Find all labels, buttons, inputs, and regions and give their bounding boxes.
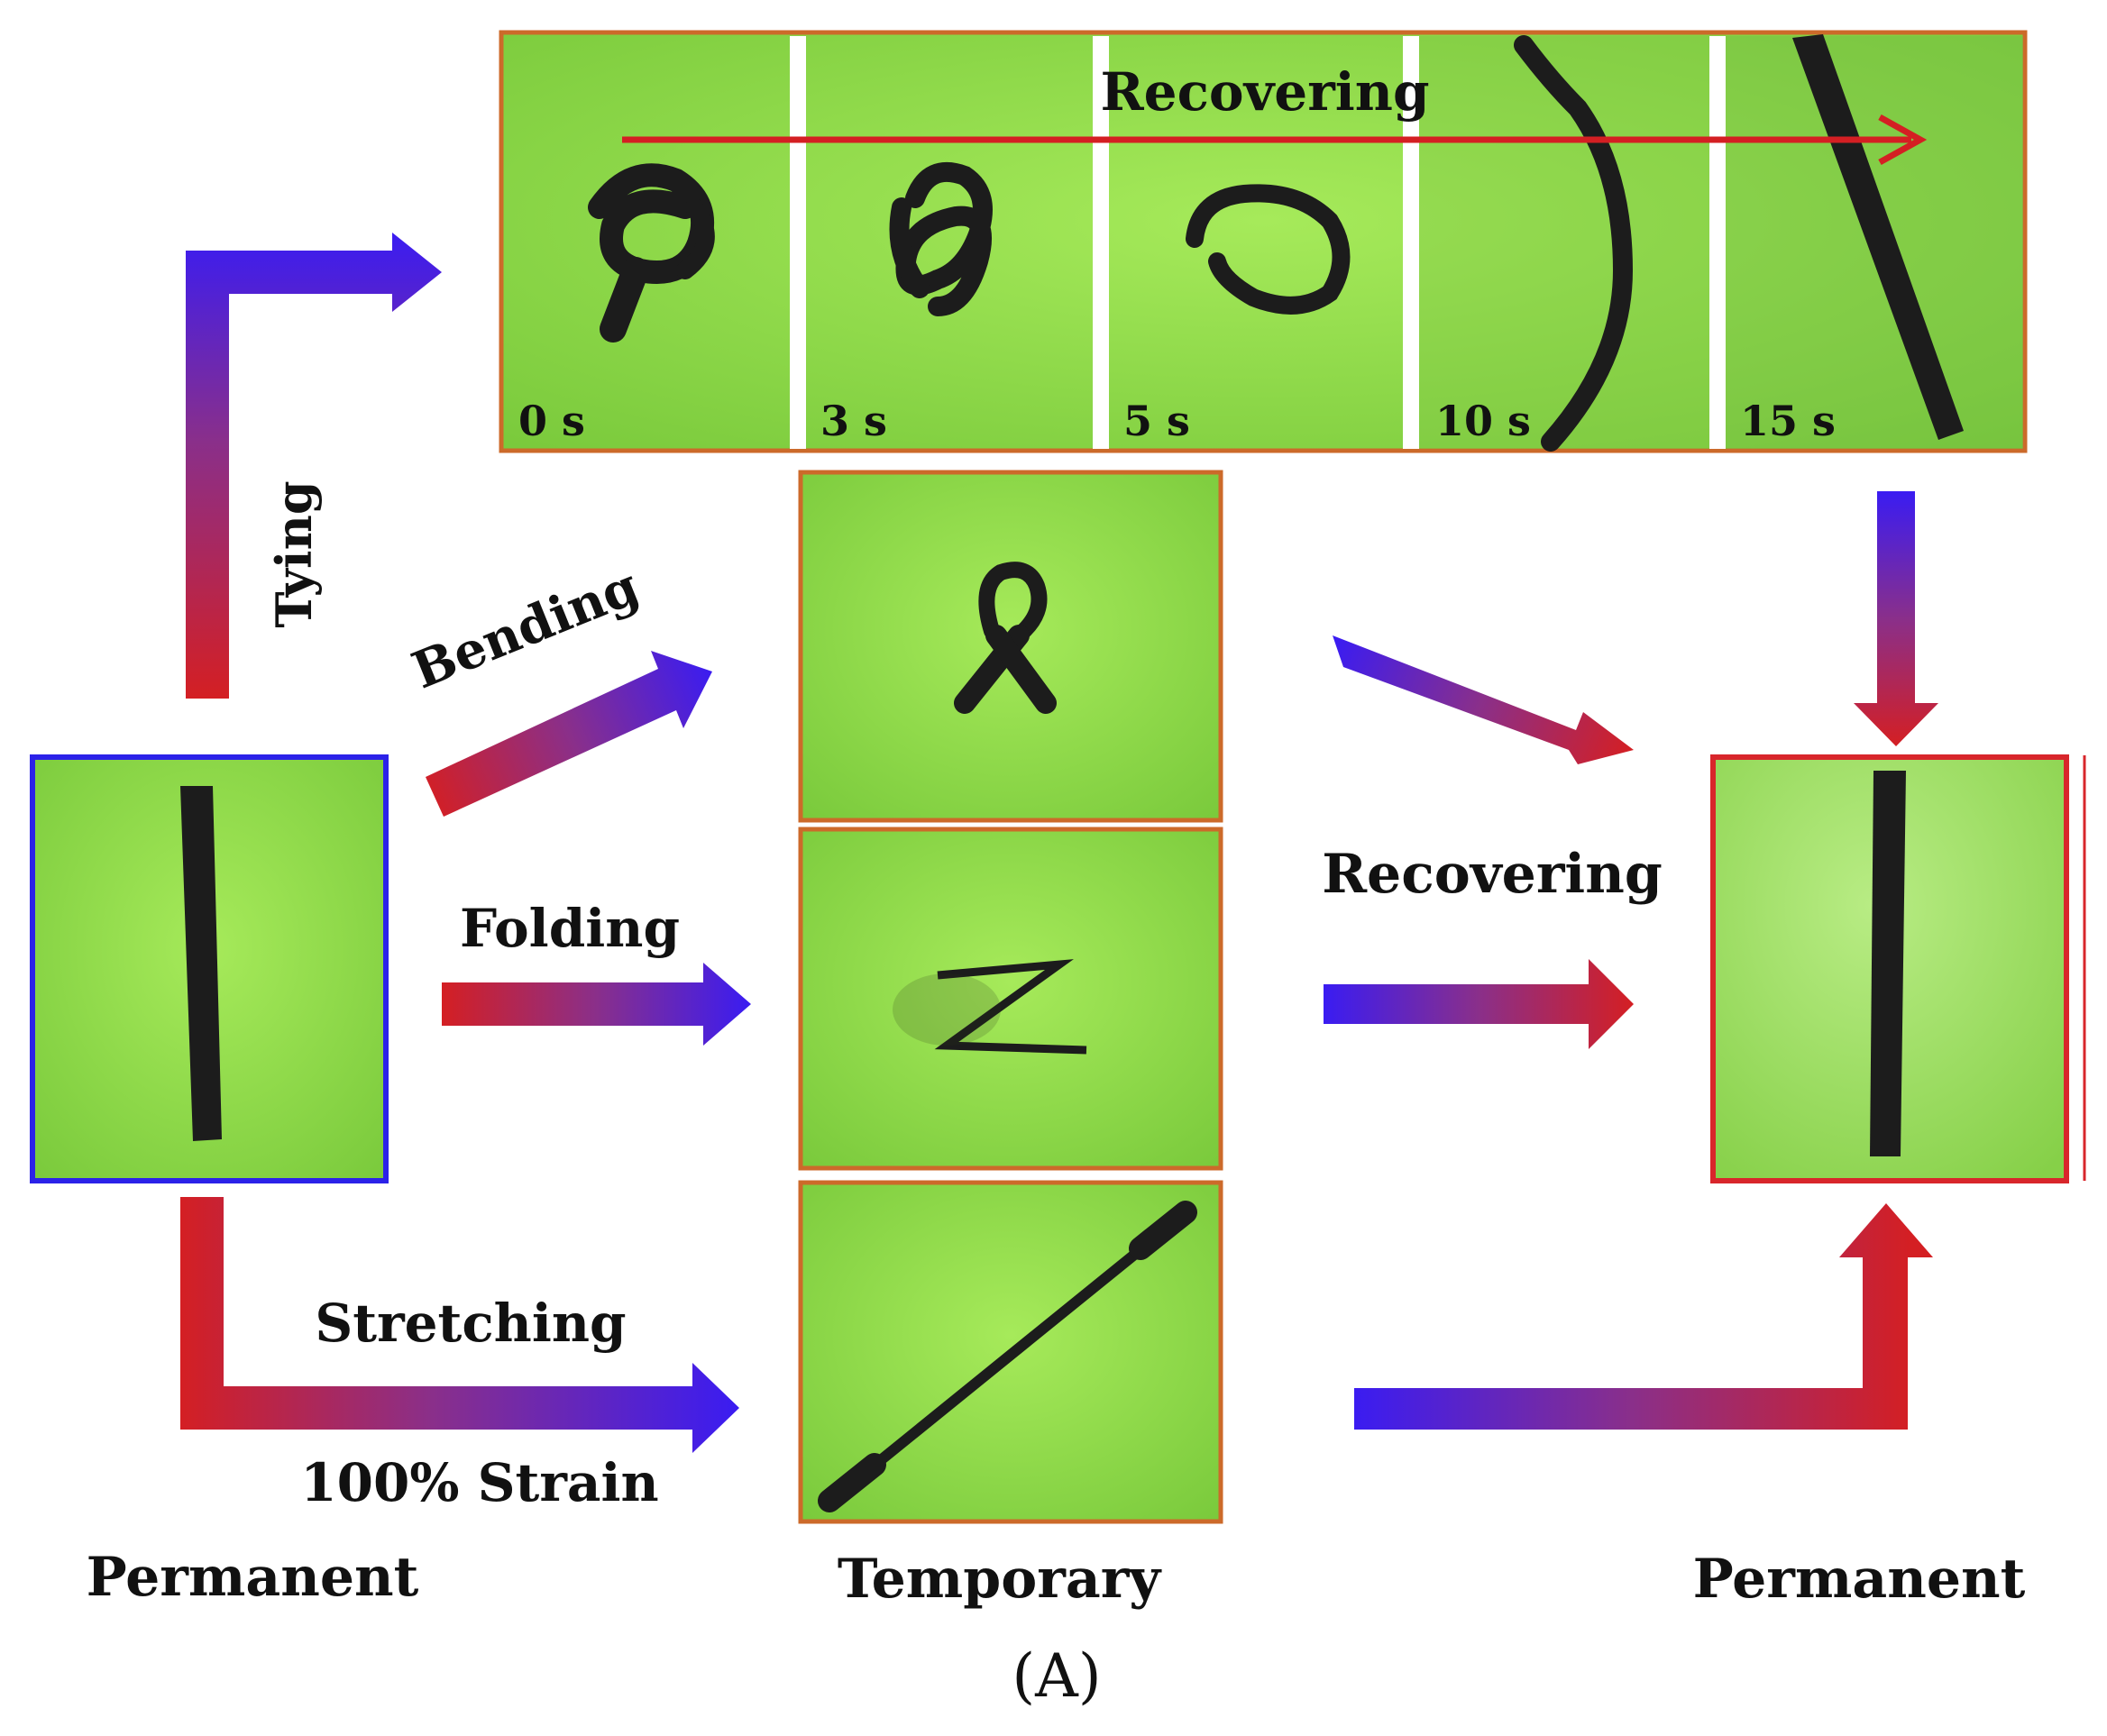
temporary-ribbon-photo xyxy=(798,470,1223,823)
straight-strip xyxy=(180,786,222,1141)
temporary-label: Temporary xyxy=(838,1548,1162,1611)
timeline-divider xyxy=(790,36,806,449)
ribbon-shape xyxy=(954,562,1057,714)
strip-knot-tight xyxy=(588,163,715,343)
stretching-label: Stretching xyxy=(315,1293,626,1354)
strip-knot-loose xyxy=(889,162,993,316)
timeline-divider xyxy=(1709,36,1726,449)
stretched-strip xyxy=(829,1211,1186,1503)
panel-label: (A) xyxy=(1012,1641,1101,1711)
permanent-right-photo xyxy=(1710,754,2086,1183)
recovering-top-label: Recovering xyxy=(1100,61,1429,123)
recovering-fold-arrow xyxy=(1324,959,1634,1049)
stretching-arrow xyxy=(180,1197,739,1453)
tying-arrow xyxy=(186,233,442,699)
permanent-left-photo xyxy=(30,754,389,1183)
timeline-frame xyxy=(499,30,2028,453)
recovering-timeline-arrow xyxy=(622,114,1928,166)
bending-arrow xyxy=(426,651,712,817)
folding-arrow xyxy=(442,963,751,1046)
time-label: 5 s xyxy=(1123,397,1190,445)
strip-loop xyxy=(1186,184,1351,315)
bending-label: Bending xyxy=(404,556,646,700)
permanent-right-label: Permanent xyxy=(1693,1548,2026,1611)
folding-label: Folding xyxy=(460,898,680,959)
strip-curve xyxy=(1514,35,1634,452)
time-label: 15 s xyxy=(1740,397,1836,445)
time-label: 10 s xyxy=(1435,397,1531,445)
time-label: 0 s xyxy=(518,397,585,445)
tying-label: Tying xyxy=(265,480,323,627)
recovering-bend-arrow xyxy=(1333,635,1634,764)
strip-straight xyxy=(1792,34,1964,440)
recovering-stretch-arrow xyxy=(1354,1203,1933,1430)
strain-label: 100% Strain xyxy=(300,1452,658,1513)
straight-strip xyxy=(1870,771,1906,1156)
temporary-zigzag-photo xyxy=(798,827,1223,1171)
time-label: 3 s xyxy=(820,397,887,445)
permanent-left-label: Permanent xyxy=(87,1546,419,1609)
temporary-stretched-photo xyxy=(798,1180,1223,1524)
recovering-mid-label: Recovering xyxy=(1322,843,1663,906)
zigzag-shape xyxy=(934,959,1087,1055)
recovery-timeline: Recovering 0 s 3 s 5 s 10 s 15 s xyxy=(499,30,2028,453)
recovering-down-arrow xyxy=(1854,491,1938,746)
